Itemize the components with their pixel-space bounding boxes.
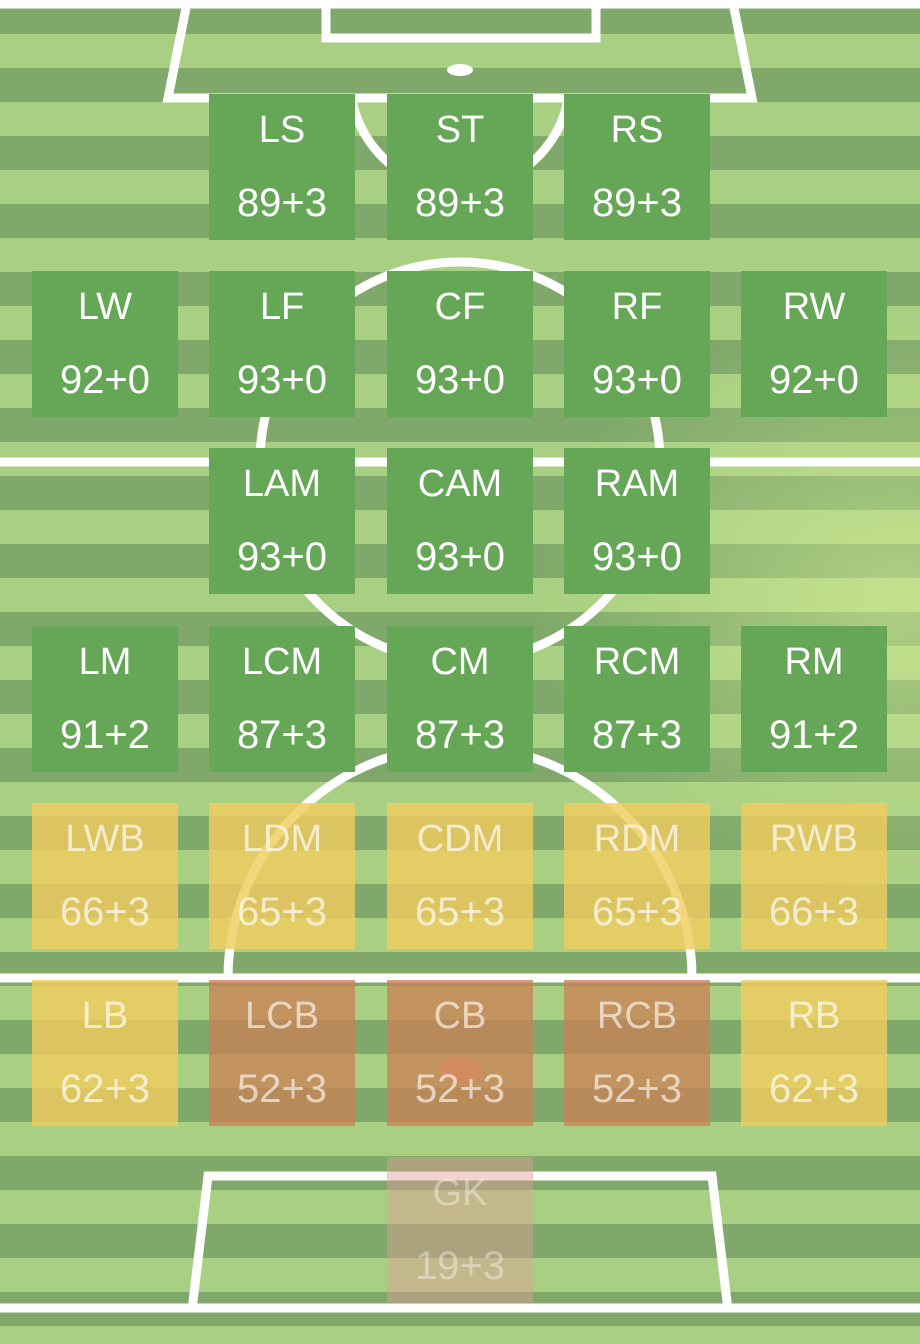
position-rating: 87+3 [236, 713, 328, 757]
position-label: RB [787, 995, 841, 1037]
position-tile-rdm[interactable]: RDM 65+3 [564, 803, 710, 949]
position-tile-lcm[interactable]: LCM 87+3 [209, 626, 355, 772]
position-tile-cm[interactable]: CM 87+3 [387, 626, 533, 772]
position-label: LW [77, 286, 133, 328]
top-penalty-spot [447, 64, 473, 76]
position-label: LAM [242, 463, 322, 505]
position-label: RCB [596, 995, 678, 1037]
position-label: LWB [65, 818, 145, 860]
top-goal-box [321, 8, 601, 43]
position-label: RWB [770, 818, 858, 860]
position-label: CM [430, 641, 490, 683]
position-tile-cb[interactable]: CB 52+3 [387, 980, 533, 1126]
position-rating: 93+0 [591, 535, 683, 579]
position-rating: 52+3 [236, 1067, 328, 1111]
position-rating: 62+3 [59, 1067, 151, 1111]
position-label: RDM [593, 818, 681, 860]
position-tile-rm[interactable]: RM 91+2 [741, 626, 887, 772]
position-tile-rcm[interactable]: RCM 87+3 [564, 626, 710, 772]
position-rating: 19+3 [414, 1244, 506, 1288]
position-tile-ram[interactable]: RAM 93+0 [564, 448, 710, 594]
position-label: CAM [417, 463, 503, 505]
position-label: CDM [416, 818, 504, 860]
position-tile-st[interactable]: ST 89+3 [387, 94, 533, 240]
position-rating: 66+3 [59, 890, 151, 934]
position-rating: 65+3 [236, 890, 328, 934]
position-tile-lam[interactable]: LAM 93+0 [209, 448, 355, 594]
position-rating: 91+2 [59, 713, 151, 757]
position-label: RAM [594, 463, 680, 505]
position-rating: 52+3 [414, 1067, 506, 1111]
position-rating: 66+3 [768, 890, 860, 934]
position-rating: 91+2 [768, 713, 860, 757]
position-label: CB [433, 995, 487, 1037]
position-tile-rcb[interactable]: RCB 52+3 [564, 980, 710, 1126]
position-tile-cf[interactable]: CF 93+0 [387, 271, 533, 417]
position-tile-rwb[interactable]: RWB 66+3 [741, 803, 887, 949]
position-label: RW [782, 286, 846, 328]
top-penalty-box [162, 7, 758, 103]
position-rating: 89+3 [236, 181, 328, 225]
position-rating: 93+0 [236, 535, 328, 579]
position-rating: 65+3 [414, 890, 506, 934]
position-rating: 87+3 [591, 713, 683, 757]
position-tile-lm[interactable]: LM 91+2 [32, 626, 178, 772]
position-tile-lw[interactable]: LW 92+0 [32, 271, 178, 417]
position-rating: 93+0 [591, 358, 683, 402]
position-rating: 89+3 [414, 181, 506, 225]
position-rating: 65+3 [591, 890, 683, 934]
position-label: CF [434, 286, 486, 328]
position-rating: 89+3 [591, 181, 683, 225]
position-rating: 92+0 [768, 358, 860, 402]
position-tile-rb[interactable]: RB 62+3 [741, 980, 887, 1126]
position-tile-lwb[interactable]: LWB 66+3 [32, 803, 178, 949]
position-rating: 93+0 [414, 535, 506, 579]
position-tile-gk[interactable]: GK 19+3 [387, 1157, 533, 1303]
position-label: LM [78, 641, 132, 683]
position-tile-cdm[interactable]: CDM 65+3 [387, 803, 533, 949]
position-rating: 92+0 [59, 358, 151, 402]
position-tile-cam[interactable]: CAM 93+0 [387, 448, 533, 594]
bottom-penalty-box [187, 1171, 733, 1311]
position-rating: 62+3 [768, 1067, 860, 1111]
position-rating: 87+3 [414, 713, 506, 757]
position-label: LDM [241, 818, 323, 860]
position-tile-rf[interactable]: RF 93+0 [564, 271, 710, 417]
position-tile-rs[interactable]: RS 89+3 [564, 94, 710, 240]
position-tile-ls[interactable]: LS 89+3 [209, 94, 355, 240]
position-label: LB [81, 995, 129, 1037]
position-label: RM [784, 641, 844, 683]
position-label: GK [432, 1172, 488, 1214]
position-tile-lf[interactable]: LF 93+0 [209, 271, 355, 417]
position-label: RCM [593, 641, 681, 683]
position-label: LF [259, 286, 305, 328]
position-label: RS [610, 109, 664, 151]
position-tile-lcb[interactable]: LCB 52+3 [209, 980, 355, 1126]
position-tile-rw[interactable]: RW 92+0 [741, 271, 887, 417]
position-label: ST [435, 109, 485, 151]
position-label: LCM [241, 641, 323, 683]
position-label: LS [258, 109, 306, 151]
position-rating: 93+0 [236, 358, 328, 402]
position-tile-lb[interactable]: LB 62+3 [32, 980, 178, 1126]
position-rating: 52+3 [591, 1067, 683, 1111]
position-label: RF [611, 286, 663, 328]
position-tile-ldm[interactable]: LDM 65+3 [209, 803, 355, 949]
position-rating: 93+0 [414, 358, 506, 402]
position-label: LCB [245, 995, 319, 1037]
